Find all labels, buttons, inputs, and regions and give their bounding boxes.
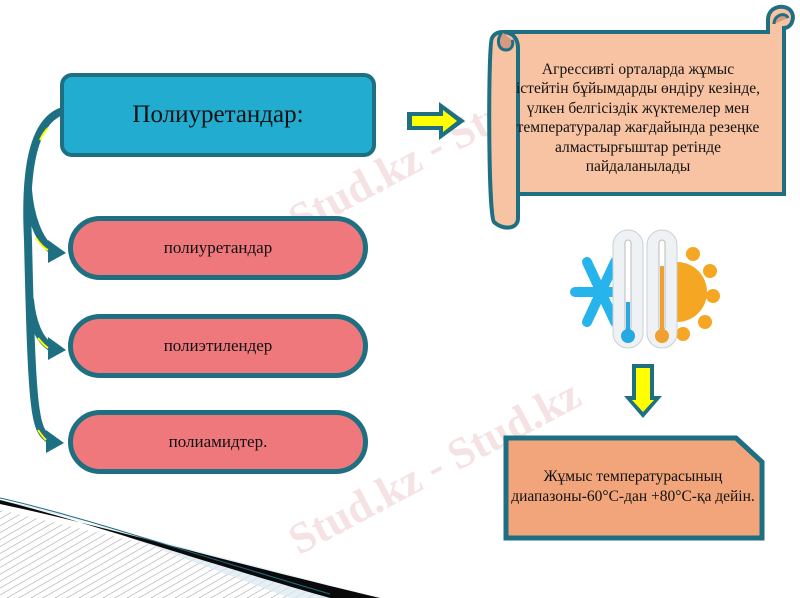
scroll-shape — [487, 4, 795, 230]
thermometers-cold-hot-icon — [570, 229, 720, 349]
main-title-box: Полиуретандар: — [60, 73, 376, 157]
temperature-range-text: Жұмыс температурасының диапазоны-60°С-да… — [511, 468, 755, 505]
branch-item-polyurethanes: полиуретандар — [68, 216, 368, 280]
main-title: Полиуретандар: — [132, 101, 304, 128]
temperature-range-box-shape — [503, 435, 765, 541]
description-text: Агрессивті орталарда жұмыс істейтін бұйы… — [515, 60, 760, 176]
branch-label: полиуретандар — [163, 238, 273, 257]
branch-item-polyamides: полиамидтер. — [68, 410, 368, 474]
right-arrow-icon — [407, 102, 465, 140]
decorative-stripe-band — [0, 497, 380, 598]
branch-label: полиамидтер. — [168, 432, 268, 451]
down-arrow-icon — [624, 364, 662, 418]
branch-item-polyethylenes: полиэтилендер — [68, 314, 368, 378]
branch-label: полиэтилендер — [163, 336, 273, 355]
